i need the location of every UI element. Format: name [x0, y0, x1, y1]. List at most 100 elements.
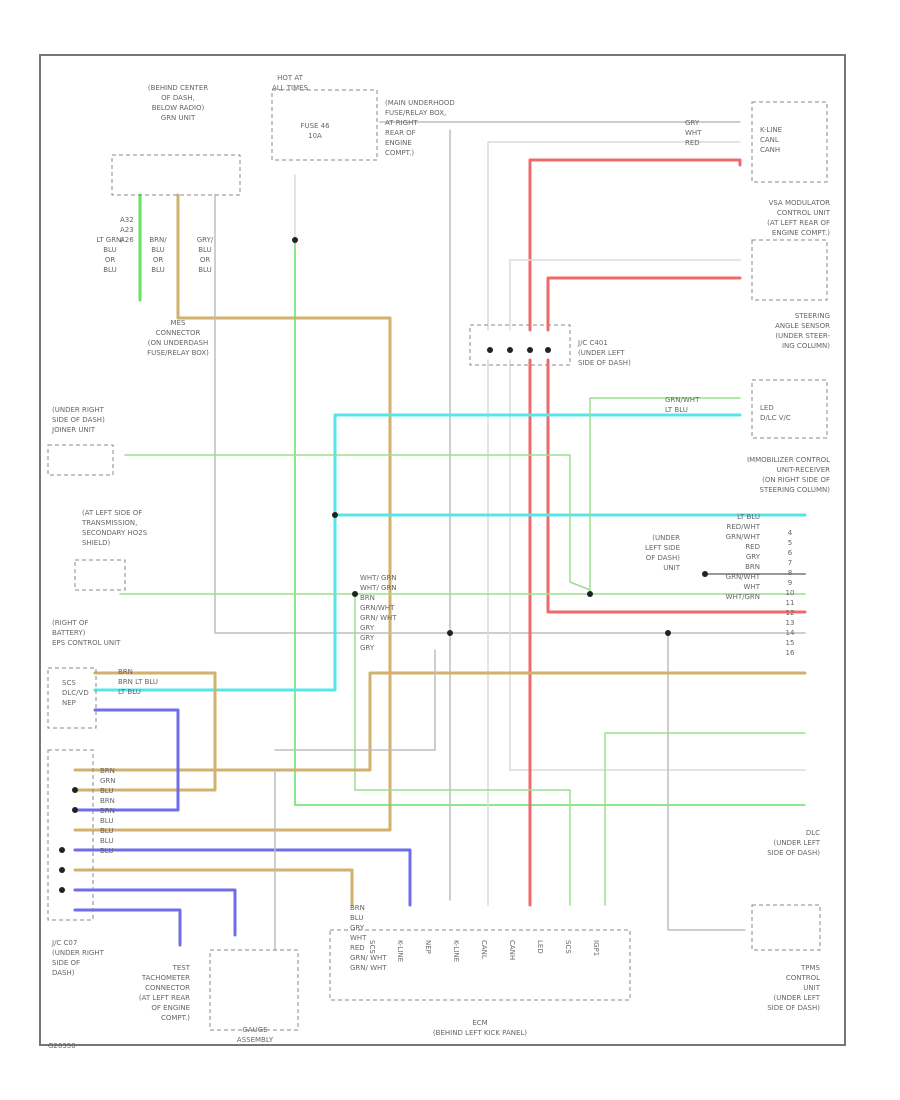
splice-dot-1 [332, 512, 338, 518]
wire-wht-9 [509, 259, 741, 331]
dlc-pins-8: 12 [786, 609, 795, 617]
jc-wire-labels-5: BLU [100, 817, 113, 825]
mes-bottom-label-3: FUSE/RELAY BOX) [147, 349, 209, 357]
main-fuse-box-label-3: REAR OF [385, 129, 416, 137]
jc-c07-label-3: DASH) [52, 969, 75, 977]
splice-dot-6 [702, 571, 708, 577]
wire-gry-23 [667, 632, 746, 931]
splice-dot-14 [59, 867, 65, 873]
jc-wire-labels-6: BLU [100, 827, 113, 835]
tach-label-5: COMPT.) [161, 1014, 190, 1022]
eps-wires-2: LT BLU [118, 688, 141, 696]
vsa-label-1: CONTROL UNIT [777, 209, 831, 217]
tach-label-3: (AT LEFT REAR [139, 994, 190, 1002]
eps-connector-box [47, 667, 97, 729]
steering-label-3: ING COLUMN) [782, 342, 830, 350]
jc-wire-labels-3: BRN [100, 797, 115, 805]
jc-wire-labels-4: BRN [100, 807, 115, 815]
top-right-pins-1: CANL [760, 136, 779, 144]
wire-labels-top-c-1: BLU [198, 246, 211, 254]
ecm-wire-labels-4: RED [350, 944, 365, 952]
tpms-label-2: UNIT [803, 984, 820, 992]
top-right-connector-box [751, 101, 828, 183]
jc-connector-box [469, 324, 571, 366]
dlc-pins-9: 13 [786, 619, 795, 627]
wire-labels-top-c-0: GRY/ [197, 236, 214, 244]
eps-label-0: (RIGHT OF [52, 619, 88, 627]
mid-wire-labels-6: GRY [360, 634, 375, 642]
ecm-pin-2: NEP [424, 940, 432, 954]
steering-connector-box [751, 379, 828, 439]
jc-wire-labels-1: GRN [100, 777, 116, 785]
wire-lt_blu-15 [93, 413, 742, 692]
jc-dash-label-1: (UNDER LEFT [578, 349, 625, 357]
splice-dot-13 [59, 847, 65, 853]
dlc-label-0: DLC [806, 829, 820, 837]
splice-dot-3 [447, 630, 453, 636]
eps-wires-1: BRN LT BLU [118, 678, 158, 686]
wire-brn-25 [73, 671, 217, 792]
dlc-wire-labels-8: WHT/GRN [726, 593, 760, 601]
wire-labels-top-c-2: OR [200, 256, 211, 264]
under-left-unit-label-2: OF DASH) [646, 554, 681, 562]
mid-wire-labels-3: GRN/WHT [360, 604, 395, 612]
tpms-connector-box [751, 904, 821, 951]
wire-grn_wht-21 [604, 732, 806, 906]
tach-label-4: OF ENGINE [151, 1004, 190, 1012]
splice-dot-10 [545, 347, 551, 353]
ecm-title-0: ECM [472, 1019, 487, 1027]
wire-wht-12 [509, 359, 806, 771]
wire-labels-top-a-3: BLU [103, 266, 116, 274]
wire-gry-2 [214, 194, 806, 634]
gauge-connector-box [209, 949, 299, 1031]
splice-dot-8 [507, 347, 513, 353]
splice-dot-15 [59, 887, 65, 893]
steering-label-2: (UNDER STEER- [775, 332, 830, 340]
eps-pins-0: SCS [62, 679, 76, 687]
wire-brn-1 [73, 193, 392, 832]
wire-grn_wht-20 [354, 593, 571, 906]
splice-points [59, 237, 708, 893]
eps-pins-2: NEP [62, 699, 76, 707]
vsa-label-2: (AT LEFT REAR OF [767, 219, 830, 227]
wire-blu-28 [73, 888, 237, 937]
mes-connector-box [111, 154, 241, 196]
vsa-label-3: ENGINE COMPT.) [772, 229, 830, 237]
dlc-pins-6: 10 [786, 589, 795, 597]
ecm-title-1: (BEHIND LEFT KICK PANEL) [433, 1029, 527, 1037]
ecm-pin-8: IGP1 [592, 940, 600, 956]
ecm-pin-7: SCS [564, 940, 572, 954]
wire-labels-top-c-3: BLU [198, 266, 211, 274]
gauge-label-0: GAUGE [242, 1026, 267, 1034]
hot-at-label-0: HOT AT [277, 74, 304, 82]
wire-blu-26 [73, 708, 180, 812]
jc-c07-label-1: (UNDER RIGHT [52, 949, 105, 957]
jc-wire-labels-8: BLU [100, 847, 113, 855]
under-left-unit-label-1: LEFT SIDE [645, 544, 680, 552]
main-fuse-box-label-5: COMPT.) [385, 149, 414, 157]
dlc-pins-0: 4 [788, 529, 793, 537]
steer-wires-0: GRN/WHT [665, 396, 700, 404]
dlc-pins-5: 9 [788, 579, 792, 587]
tpms-label-0: TPMS [800, 964, 821, 972]
main-fuse-box-label-0: (MAIN UNDERHOOD [385, 99, 455, 107]
splice-dot-4 [587, 591, 593, 597]
eps-wires-0: BRN [118, 668, 133, 676]
wire-brn-30 [73, 868, 354, 907]
dlc-wire-labels-2: GRN/WHT [726, 533, 761, 541]
connector-boxes [47, 89, 828, 1031]
dlc-pins-2: 6 [788, 549, 793, 557]
wire-grn_wht-18 [589, 397, 741, 595]
splice-dot-12 [72, 807, 78, 813]
mes-top-label-1: OF DASH, [161, 94, 195, 102]
ecm-pin-3: K-LINE [452, 940, 460, 962]
vsa-label-0: VSA MODULATOR [769, 199, 831, 207]
ecm-wire-labels-2: GRY [350, 924, 365, 932]
mid-wire-labels-4: GRN/ WHT [360, 614, 397, 622]
dlc-pins-3: 7 [788, 559, 792, 567]
tpms-label-4: SIDE OF DASH) [767, 1004, 820, 1012]
steering-label-1: ANGLE SENSOR [775, 322, 830, 330]
tach-label-2: CONNECTOR [145, 984, 190, 992]
eps-pins-1: DLC/VD [62, 689, 89, 697]
tach-label-0: TEST [172, 964, 191, 972]
